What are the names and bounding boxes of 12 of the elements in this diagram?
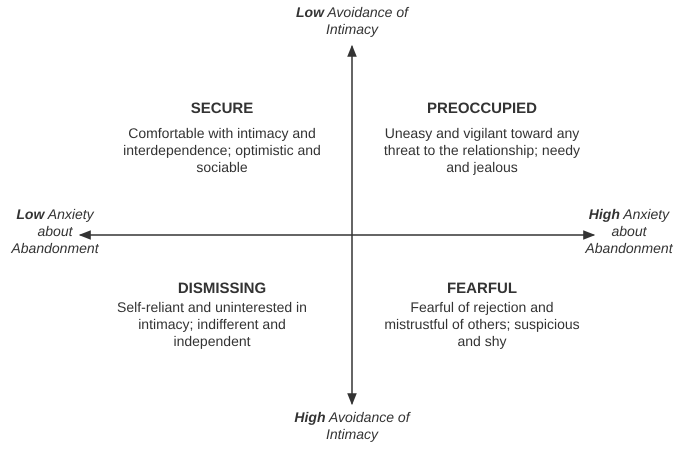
quadrant-description: Self-reliant and uninterested in intimacy; indifferent and independent xyxy=(116,299,308,350)
axis-label: High Avoidance of Intimacy xyxy=(293,409,412,443)
quadrant-description: Comfortable with intimacy and interdependence; optimistic and sociable xyxy=(122,125,322,176)
axis-label: Low Avoidance of Intimacy xyxy=(294,4,410,38)
quadrant-title: FEARFUL xyxy=(446,280,518,297)
axis-label: Low Anxiety about Abandonment xyxy=(10,206,100,257)
quadrant-title: PREOCCUPIED xyxy=(426,100,538,117)
quadrant-title: DISMISSING xyxy=(176,280,268,297)
axis-label: High Anxiety about Abandonment xyxy=(584,206,674,257)
quadrant-title: SECURE xyxy=(190,100,254,117)
quadrant-description: Uneasy and vigilant toward any threat to the relationship; needy and jealous xyxy=(382,125,582,176)
quadrant-description: Fearful of rejection and mistrustful of others; suspicious and shy xyxy=(383,299,581,350)
